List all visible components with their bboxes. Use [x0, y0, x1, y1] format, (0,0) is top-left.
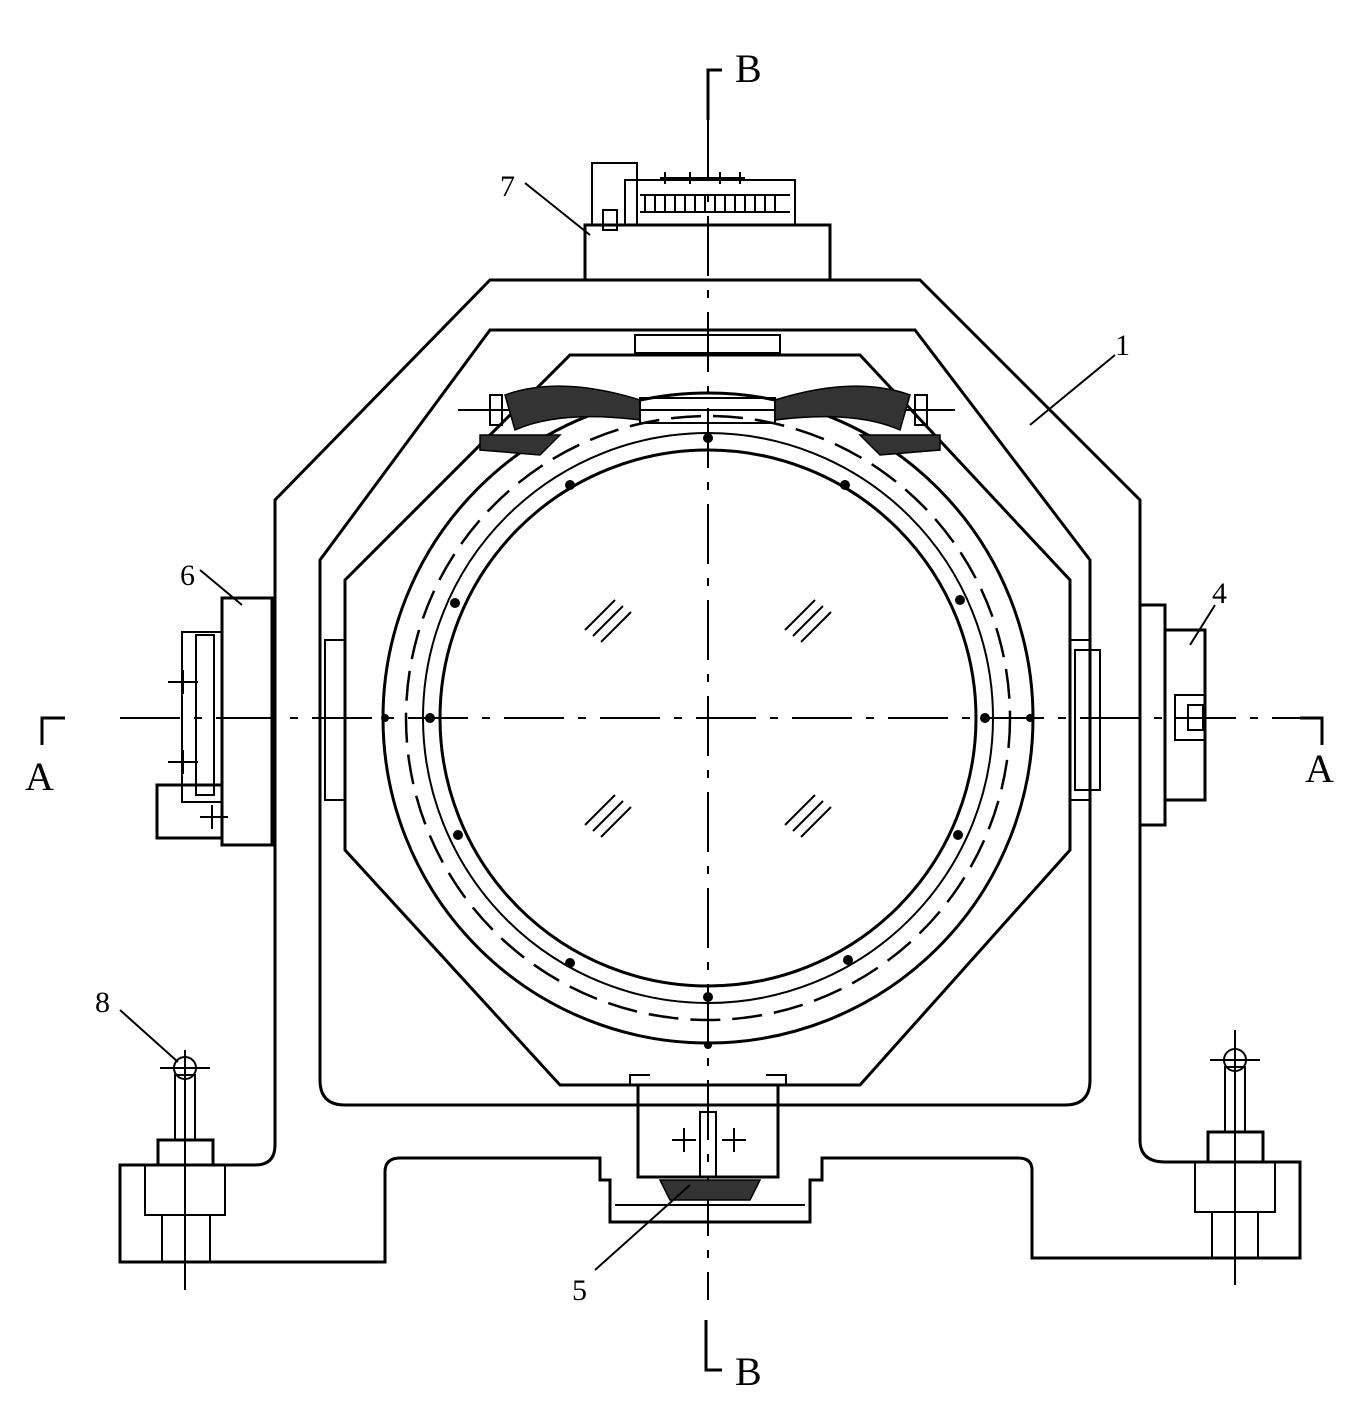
svg-text:A: A	[1305, 746, 1334, 791]
part-6-left-unit	[155, 596, 274, 847]
section-mark-b-bottom: B	[704, 1320, 762, 1394]
svg-text:A: A	[25, 754, 54, 799]
label-8: 8	[95, 986, 179, 1063]
lens-inner-ring	[438, 448, 978, 988]
svg-text:B: B	[735, 46, 762, 91]
svg-text:5: 5	[572, 1274, 587, 1307]
svg-text:4: 4	[1212, 577, 1227, 610]
svg-text:6: 6	[180, 559, 195, 592]
outer-frame	[118, 278, 1302, 1264]
glass-hatch-marks	[584, 599, 832, 838]
section-mark-a-left: A	[25, 716, 65, 799]
ring-dashed-line	[404, 414, 1012, 1022]
label-7: 7	[500, 170, 591, 236]
side-brackets	[324, 639, 1101, 801]
label-4: 4	[1189, 577, 1227, 646]
part-5-bottom-unit	[615, 1074, 805, 1206]
part-4-right-unit	[1138, 603, 1207, 827]
svg-text:8: 8	[95, 986, 110, 1019]
label-6: 6	[180, 559, 243, 606]
svg-text:1: 1	[1115, 329, 1130, 362]
label-5: 5	[572, 1184, 691, 1307]
svg-text:7: 7	[500, 170, 515, 203]
inner-octagon	[343, 353, 1072, 1087]
label-1: 1	[1029, 329, 1130, 426]
part-8-right-foot	[1194, 1030, 1276, 1285]
section-mark-b-top: B	[706, 46, 762, 120]
ring-points	[381, 433, 1034, 1049]
inner-frame	[318, 328, 1092, 1107]
part-8-left-foot	[144, 1050, 226, 1290]
top-clamp	[458, 334, 955, 456]
svg-text:B: B	[735, 1349, 762, 1394]
part-7-top-unit	[583, 162, 832, 282]
section-mark-a-right: A	[1300, 716, 1334, 791]
